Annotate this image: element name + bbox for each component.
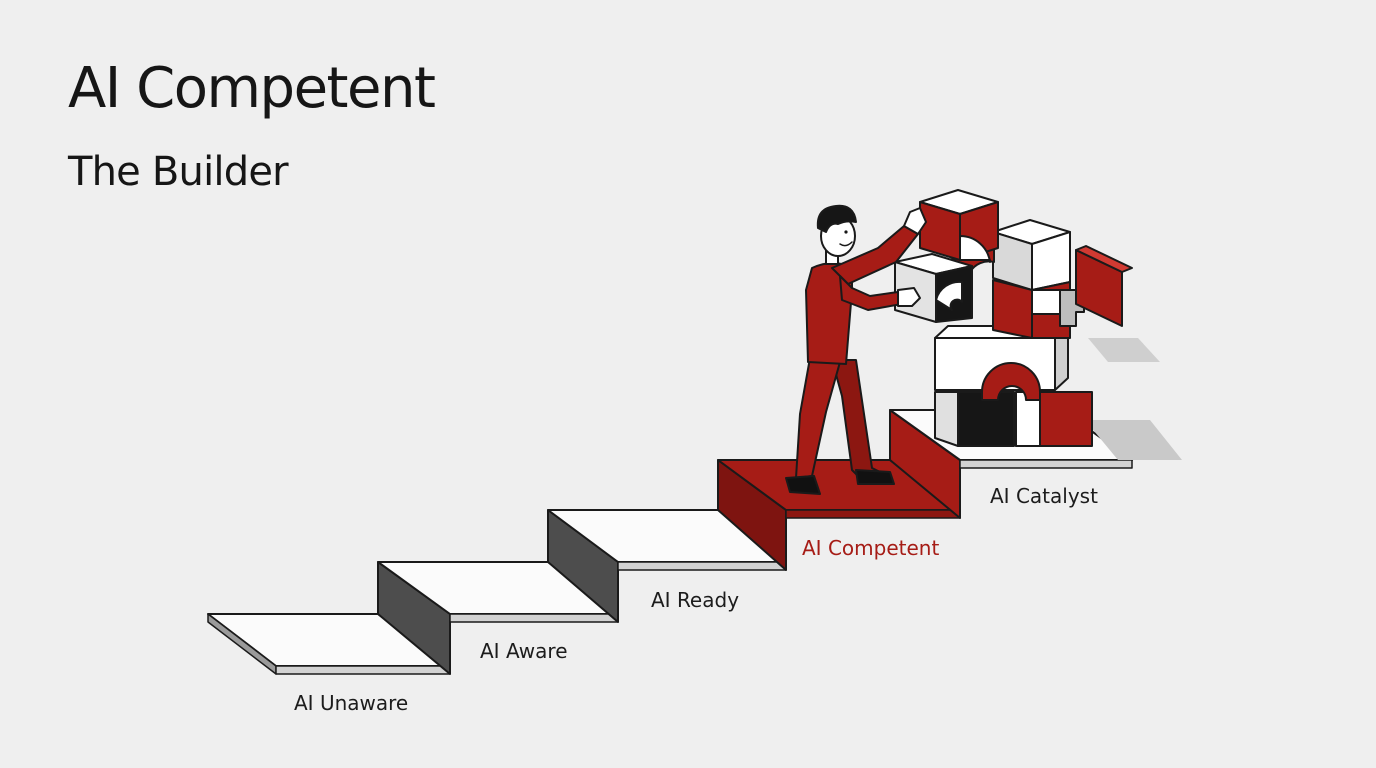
step-ai-competent <box>717 459 961 571</box>
block-shadow <box>1085 420 1182 460</box>
step-ai-unaware <box>207 613 451 675</box>
step-label-ai-unaware: AI Unaware <box>294 691 408 715</box>
step-label-ai-competent: AI Competent <box>802 536 939 560</box>
step-label-ai-aware: AI Aware <box>480 639 568 663</box>
block-held-top <box>919 189 999 263</box>
page-subtitle: The Builder <box>68 149 289 195</box>
page-title: AI Competent <box>68 56 436 121</box>
block-held-lower <box>894 253 973 323</box>
step-ai-ready <box>547 509 787 623</box>
step-label-ai-catalyst: AI Catalyst <box>990 484 1098 508</box>
builder-person <box>785 204 927 495</box>
block-shadow <box>1088 338 1160 362</box>
step-label-ai-ready: AI Ready <box>651 588 739 612</box>
block-structure <box>934 219 1133 447</box>
